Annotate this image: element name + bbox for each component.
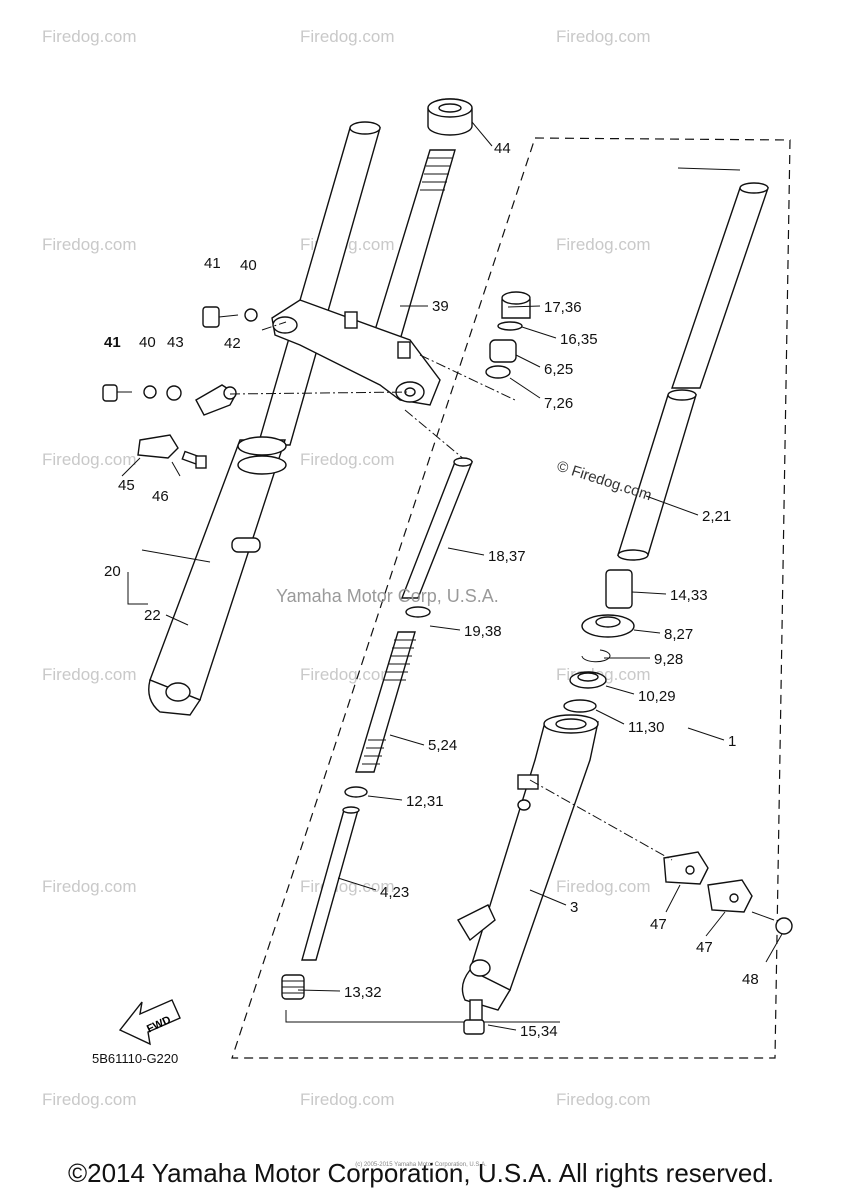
firedog-mid-watermark: © Firedog.com [555,458,654,505]
callout-18-37: 18,37 [488,548,526,565]
guide-line [229,391,411,395]
callout-40a: 40 [240,257,257,274]
callout-42: 42 [224,335,241,352]
watermark: Firedog.com [556,27,650,46]
fork-spring [355,631,416,773]
watermark: Firedog.com [42,877,136,896]
callout-16-35: 16,35 [560,331,598,348]
callout-46: 46 [152,488,169,505]
callout-11-30: 11,30 [628,719,664,736]
assembly-outline-1 [231,137,791,1059]
copyright-footer: ©2014 Yamaha Motor Corporation, U.S.A. A… [67,1158,775,1188]
callout-9-28: 9,28 [654,651,683,668]
watermark: Firedog.com [42,27,136,46]
spring-coils [362,639,416,765]
watermark: Firedog.com [300,450,394,469]
center-watermark: Yamaha Motor Corp, U.S.A. [276,586,499,606]
callout-14-33: 14,33 [670,587,708,604]
callout-6-25: 6,25 [544,361,573,378]
watermark: Firedog.com [556,1090,650,1109]
callout-5-24: 5,24 [428,737,457,754]
callout-12-31: 12,31 [406,793,444,810]
right-fork-assembly [457,182,793,1035]
guide-line [529,779,673,861]
guide-line [404,409,466,461]
callout-40b: 40 [139,334,156,351]
callout-13-32: 13,32 [344,984,382,1001]
callout-2-21: 2,21 [702,508,731,525]
callout-48: 48 [742,971,759,988]
callout-20: 20 [104,563,121,580]
callout-41b: 41 [104,334,121,351]
callout-44: 44 [494,140,511,157]
under-bracket-39 [271,299,441,406]
bolt-46 [181,450,207,469]
leader-lines [121,121,783,1031]
callout-43: 43 [167,334,184,351]
callout-47a: 47 [650,916,667,933]
callout-47b: 47 [696,939,713,956]
watermark: Firedog.com [556,235,650,254]
callout-17-36: 17,36 [544,299,582,316]
callout-15-34: 15,34 [520,1023,558,1040]
group-bracket [285,1010,560,1023]
watermark: Firedog.com [42,450,136,469]
callout-19-38: 19,38 [464,623,502,640]
callout-labels: 44 39 41 40 41 40 43 42 45 46 20 22 17,3… [104,140,759,1040]
watermark: Firedog.com [300,27,394,46]
bearing-44 [427,98,473,136]
callout-1: 1 [728,733,736,750]
watermark: Firedog.com [300,1090,394,1109]
watermark: Firedog.com [42,1090,136,1109]
stem-thread [420,149,455,191]
damper-column [281,291,560,1023]
callout-3: 3 [570,899,578,916]
watermark: Firedog.com [556,877,650,896]
left-fork-assembly [102,98,473,716]
watermark: Firedog.com [42,665,136,684]
callout-10-29: 10,29 [638,688,676,705]
watermark: Firedog.com [300,665,394,684]
callout-45: 45 [118,477,135,494]
watermark-layer: Firedog.com Firedog.com Firedog.com Fire… [42,27,650,1109]
callout-7-26: 7,26 [544,395,573,412]
small-copyright: (c) 2005-2015 Yamaha Motor Corporation, … [355,1162,487,1168]
callout-4-23: 4,23 [380,884,409,901]
diagram-code: 5B61110-G220 [92,1051,178,1066]
watermark: Firedog.com [42,235,136,254]
callout-22: 22 [144,607,161,624]
callout-8-27: 8,27 [664,626,693,643]
forward-direction-arrow: FWD [118,999,181,1046]
guide-line [261,321,287,331]
callout-41a: 41 [204,255,221,272]
callout-39: 39 [432,298,449,315]
